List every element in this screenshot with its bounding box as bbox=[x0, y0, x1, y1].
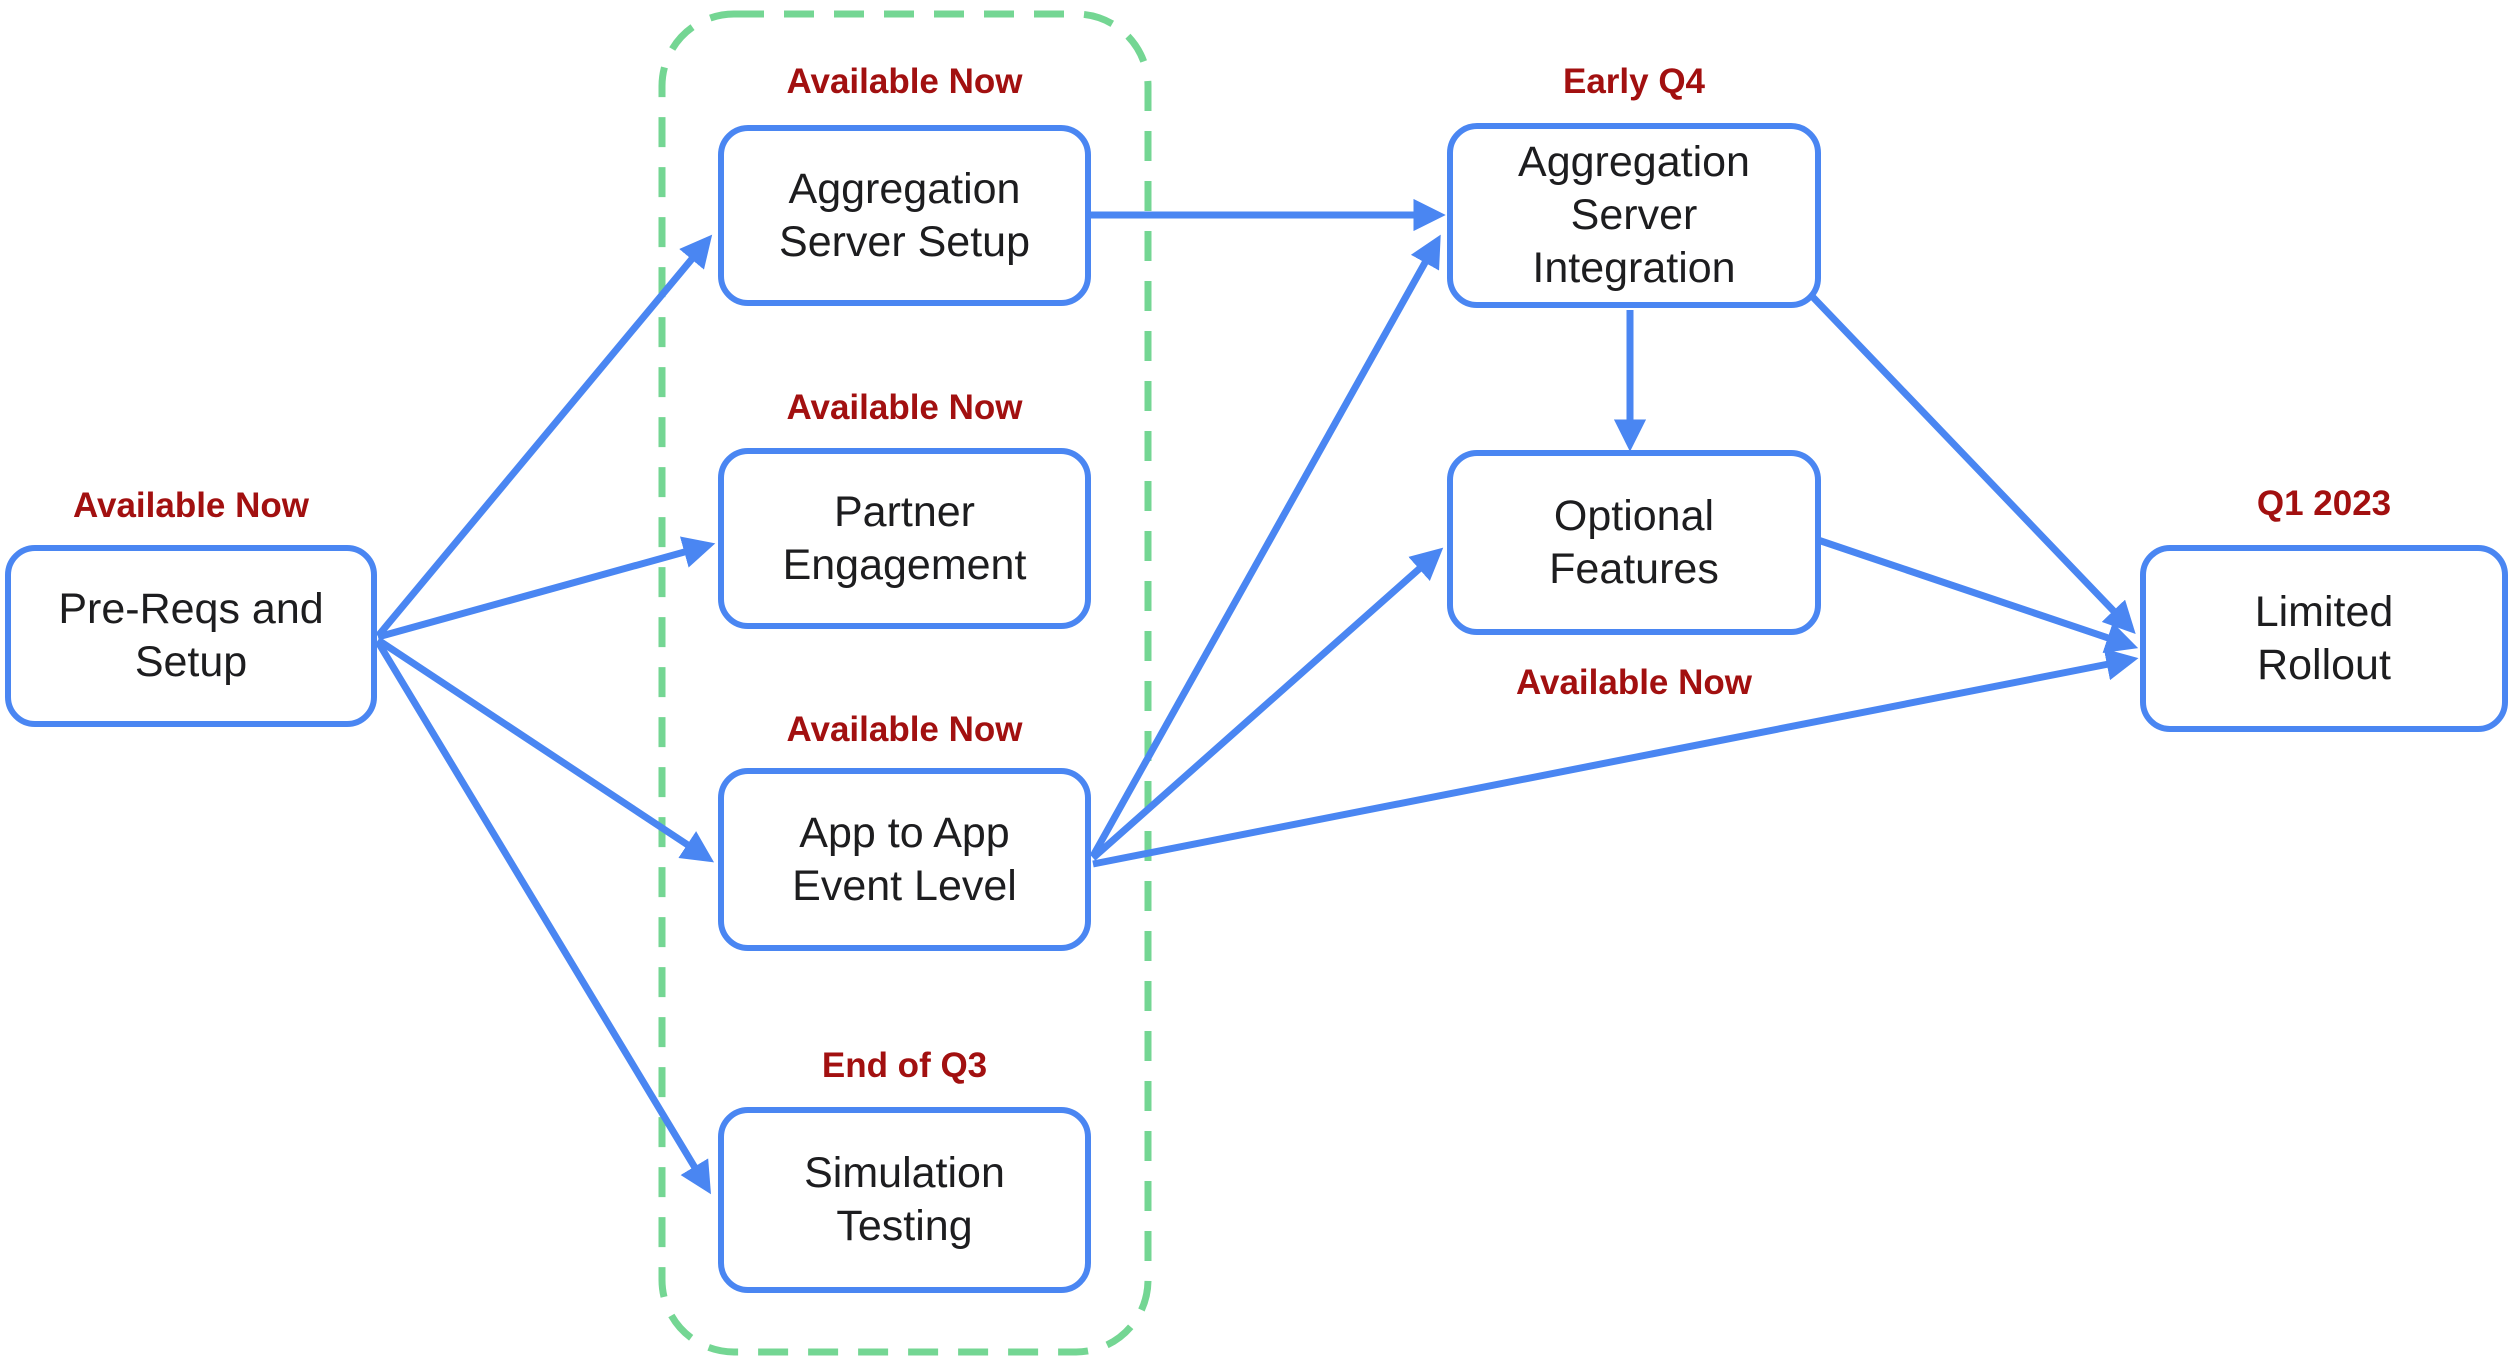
status-agg-integration: Early Q4 bbox=[1562, 62, 1706, 101]
node-simulation: Simulation Testing bbox=[718, 1107, 1091, 1293]
node-limited-label: Limited Rollout bbox=[2254, 587, 2394, 689]
node-partner-label: Partner Engagement bbox=[782, 487, 1027, 589]
status-prereqs: Available Now bbox=[73, 486, 309, 525]
status-simulation: End of Q3 bbox=[821, 1046, 988, 1085]
edge-optional-to-limited bbox=[1816, 536, 2139, 654]
node-app-to-app-label: App to App Event Level bbox=[792, 808, 1017, 910]
edge-app-to-app-to-agg-integration bbox=[1089, 234, 1441, 858]
available-phase-group-outline bbox=[658, 10, 1152, 1356]
node-limited: Limited Rollout bbox=[2140, 545, 2508, 732]
node-agg-setup-label: Aggregation Server Setup bbox=[779, 164, 1030, 266]
node-agg-integration-label: Aggregation Server Integration bbox=[1518, 138, 1750, 292]
node-optional-label: Optional Features bbox=[1549, 491, 1719, 593]
status-app-to-app: Available Now bbox=[786, 710, 1023, 749]
edge-prereqs-to-agg-setup bbox=[375, 234, 713, 639]
node-agg-integration: Aggregation Server Integration bbox=[1447, 123, 1821, 308]
edge-prereqs-to-partner bbox=[377, 536, 716, 641]
status-optional: Available Now bbox=[1516, 663, 1752, 702]
status-limited: Q1 2023 bbox=[2256, 484, 2392, 523]
node-agg-setup: Aggregation Server Setup bbox=[718, 125, 1091, 306]
node-partner: Partner Engagement bbox=[718, 448, 1091, 629]
edge-prereqs-to-simulation bbox=[375, 640, 711, 1195]
edge-app-to-app-to-limited bbox=[1092, 648, 2139, 868]
status-partner: Available Now bbox=[786, 388, 1023, 427]
node-app-to-app: App to App Event Level bbox=[718, 768, 1091, 951]
node-prereqs: Pre-Reqs and Setup bbox=[5, 545, 377, 727]
edge-prereqs-to-app-to-app bbox=[376, 637, 715, 863]
node-simulation-label: Simulation Testing bbox=[804, 1149, 1005, 1250]
edge-agg-integration-to-limited bbox=[1805, 289, 2136, 634]
edge-app-to-app-to-optional bbox=[1090, 547, 1444, 861]
node-optional: Optional Features bbox=[1447, 450, 1821, 635]
status-agg-setup: Available Now bbox=[786, 62, 1023, 101]
node-prereqs-label: Pre-Reqs and Setup bbox=[58, 585, 324, 686]
